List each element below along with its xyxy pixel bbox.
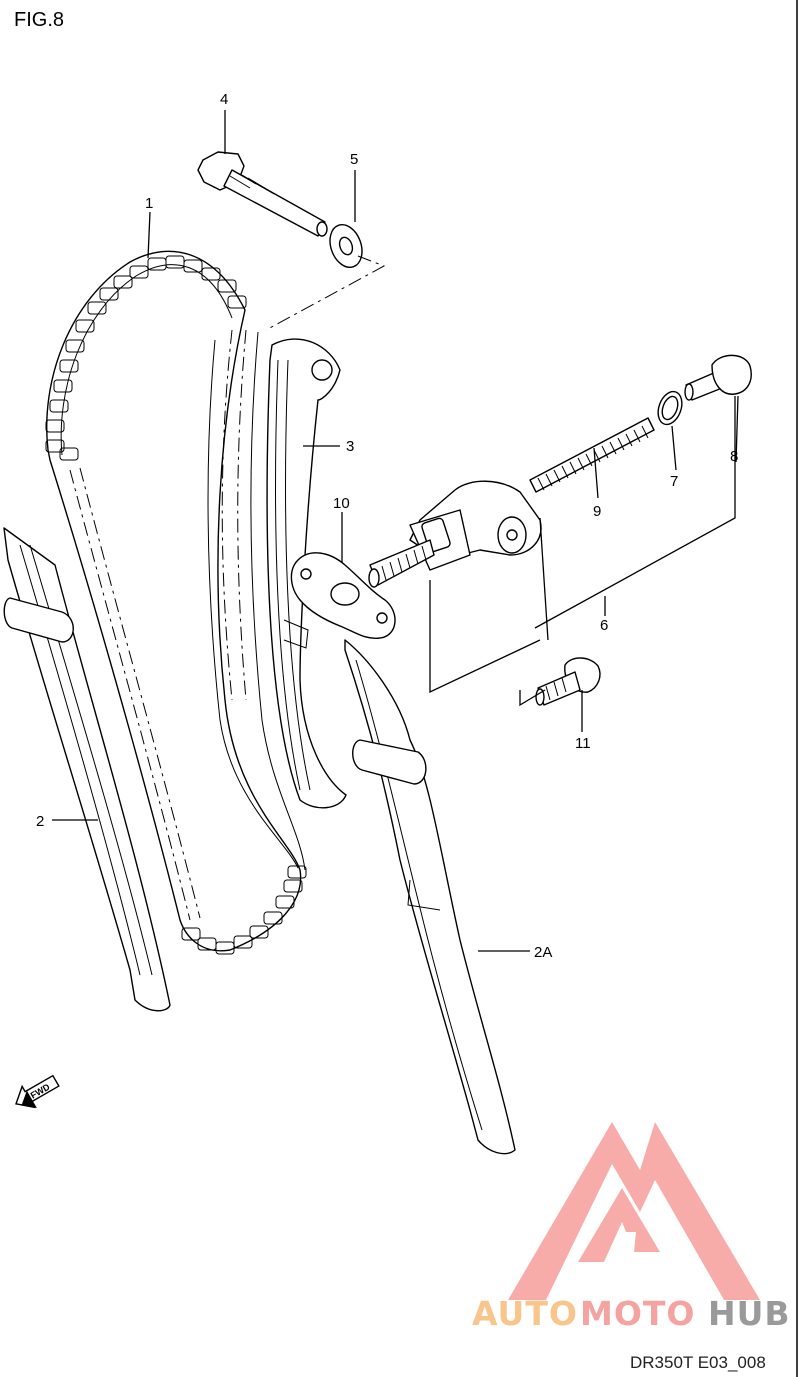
part-7-o-ring xyxy=(657,390,683,426)
part-8-cap-bolt xyxy=(684,354,752,401)
part-3-tensioner-guide xyxy=(266,338,347,809)
part-6-tensioner xyxy=(368,480,542,588)
svg-text:HUB: HUB xyxy=(708,1294,791,1333)
callout-3: 3 xyxy=(346,438,354,455)
part-5-washer xyxy=(329,223,363,269)
callout-1: 1 xyxy=(145,195,153,212)
bracket-6-side xyxy=(539,517,549,641)
diagram-code: DR350T E03_008 xyxy=(630,1353,766,1372)
bracket-8-line xyxy=(534,396,736,629)
part-9-spring xyxy=(529,417,655,493)
svg-text:AUTO: AUTO xyxy=(472,1294,578,1333)
callout-7: 7 xyxy=(670,473,678,490)
callout-9: 9 xyxy=(593,503,601,520)
part-10-gasket xyxy=(290,552,396,640)
callout-2: 2 xyxy=(36,813,44,830)
callouts: 4 5 1 3 10 9 7 8 6 11 2 2A xyxy=(36,91,738,961)
part-2-chain-guide xyxy=(3,527,171,1012)
callout-8: 8 xyxy=(730,448,738,465)
part-1-cam-chain xyxy=(45,250,307,955)
callout-10: 10 xyxy=(333,495,350,512)
part-2a-chain-guide xyxy=(344,639,516,1155)
callout-2a: 2A xyxy=(534,944,552,961)
fwd-arrow-icon: FWD xyxy=(15,1074,60,1109)
bolt-centerline xyxy=(265,255,386,331)
part-11-bolt xyxy=(535,657,601,706)
callout-4: 4 xyxy=(220,91,228,108)
part-4-bolt xyxy=(197,151,328,237)
svg-text:MOTO: MOTO xyxy=(580,1294,695,1333)
leader-lines xyxy=(52,110,739,952)
callout-5: 5 xyxy=(350,151,358,168)
figure-title: FIG.8 xyxy=(14,9,64,31)
callout-6: 6 xyxy=(600,617,608,634)
bracket-6-lower xyxy=(429,580,546,707)
watermark-text: AUTO MOTO HUB xyxy=(472,1294,791,1333)
callout-11: 11 xyxy=(575,735,591,752)
watermark-logo-icon xyxy=(508,1122,760,1300)
